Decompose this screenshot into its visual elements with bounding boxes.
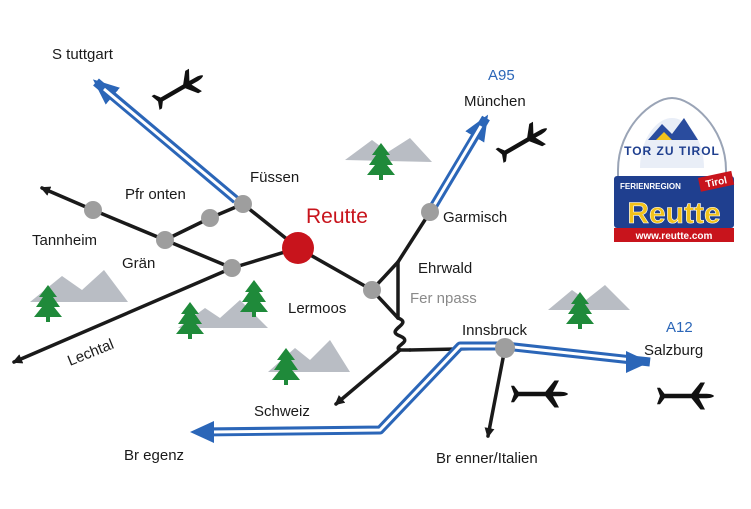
label-reutte: Reutte — [306, 205, 368, 228]
label-lechtal: Lechtal — [65, 336, 116, 370]
reutte-center-node — [282, 232, 314, 264]
node-lermoos — [363, 281, 381, 299]
label-munchen: München — [464, 93, 526, 110]
node-tannheim — [156, 231, 174, 249]
airplane-icon — [493, 117, 554, 168]
mountain-tree-icon — [268, 340, 350, 385]
logo-region: FERIENREGION — [620, 182, 681, 191]
airplane-icon — [149, 64, 210, 115]
reutte-logo: TOR ZU TIROL FERIENREGION Tirol Reutte w… — [614, 96, 735, 242]
node-fussen — [234, 195, 252, 213]
mountain-tree-icon — [548, 285, 630, 329]
label-fernpass: Fer npass — [410, 290, 477, 307]
mountain-tree-icon — [176, 280, 268, 339]
highway-arrow-icon — [190, 421, 214, 443]
label-innsbruck: Innsbruck — [462, 322, 528, 339]
label-pfronten: Pfr onten — [125, 186, 186, 203]
label-schweiz: Schweiz — [254, 403, 310, 420]
label-bregenz: Br egenz — [124, 447, 184, 464]
node-tannheim-west — [84, 201, 102, 219]
node-garmisch — [421, 203, 439, 221]
airplane-icon — [657, 382, 714, 410]
logo-name: Reutte — [627, 197, 720, 230]
highway-network — [92, 78, 651, 443]
logo-url: www.reutte.com — [635, 231, 713, 242]
label-fussen: Füssen — [250, 169, 299, 186]
label-tannheim: Tannheim — [32, 232, 97, 249]
label-ehrwald: Ehrwald — [418, 260, 472, 277]
highway-arrow-icon — [626, 351, 650, 373]
node-innsbruck — [495, 338, 515, 358]
label-a95: A95 — [488, 67, 515, 84]
mountain-tree-icon — [345, 138, 432, 180]
label-garmisch: Garmisch — [443, 209, 507, 226]
airplane-icon — [511, 380, 568, 408]
logo-arc-text: TOR ZU TIROL — [624, 144, 720, 158]
node-gran — [223, 259, 241, 277]
label-lermoos: Lermoos — [288, 300, 346, 317]
node-pfronten — [201, 209, 219, 227]
label-brenner: Br enner/Italien — [436, 450, 538, 467]
label-a12: A12 — [666, 319, 693, 336]
label-stuttgart: S tuttgart — [52, 46, 114, 63]
label-gran: Grän — [122, 255, 155, 272]
mountain-tree-icon — [30, 270, 128, 322]
label-salzburg: Salzburg — [644, 342, 703, 359]
logo-brand: Tirol — [705, 175, 729, 190]
